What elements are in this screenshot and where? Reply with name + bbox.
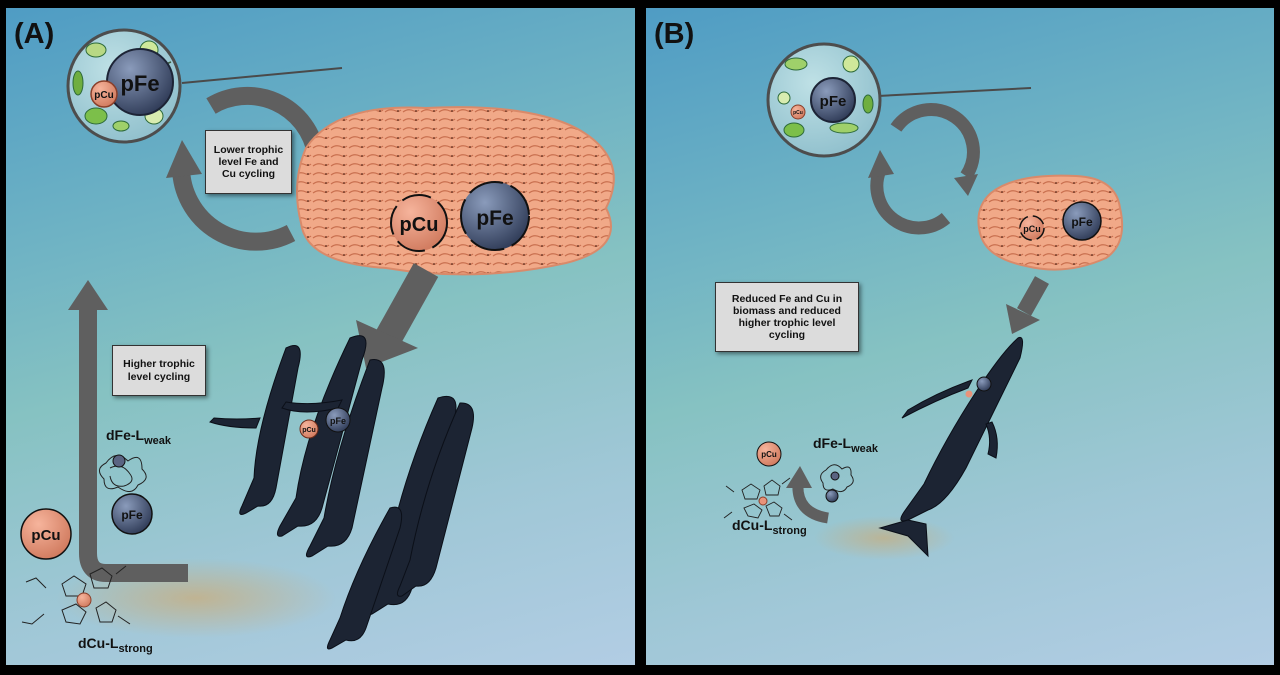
higher-trophic-label: Higher trophic level cycling xyxy=(112,345,206,396)
lower-trophic-label: Lower trophic level Fe and Cu cycling xyxy=(205,130,292,194)
bubble-pointer-line-b xyxy=(877,87,1032,97)
dcu-ligand-structure-b xyxy=(723,477,793,521)
cycle-arrowhead-upper-b xyxy=(954,174,978,196)
panel-a-letter: (A) xyxy=(14,18,55,50)
phytoplankton-cells-b xyxy=(777,55,874,138)
dfe-ligand-base: dFe-L xyxy=(106,427,145,443)
cycle-arrowhead-lower-b xyxy=(868,150,894,178)
cycle-arrow-lower xyxy=(172,167,296,251)
dfe-ligand-base-b: dFe-L xyxy=(813,435,852,451)
small-pfe-particle-b xyxy=(825,489,839,503)
krill-to-whale-arrow xyxy=(375,263,439,345)
dcu-core-b xyxy=(758,496,768,506)
dfe-ligand-tangle-b xyxy=(820,464,854,493)
cycle-arrow-lower-b xyxy=(870,167,951,235)
krill-pcu-particle-b xyxy=(1019,215,1045,241)
krill-to-whale-arrow-b xyxy=(1017,276,1049,316)
free-pcu-label: pCu xyxy=(31,527,60,544)
krill-to-whale-arrowhead-b xyxy=(1006,304,1040,334)
cycle-arrow-upper xyxy=(206,86,325,155)
higher-cycle-arrow xyxy=(79,308,188,582)
dfe-ligand-sub-b: weak xyxy=(851,443,879,455)
whale-single xyxy=(878,336,1024,558)
panel-b-letter: (B) xyxy=(654,18,695,50)
dcu-ligand-structure xyxy=(21,565,131,625)
bubble-pfe-label-b: pFe xyxy=(820,93,847,110)
krill-pfe-label: pFe xyxy=(476,207,513,230)
dcu-core xyxy=(76,592,92,608)
whale-pcu-label: pCu xyxy=(302,427,316,434)
free-pcu-particle xyxy=(20,508,72,560)
dfe-core-b xyxy=(830,471,840,481)
whale-pfe-label: pFe xyxy=(330,416,346,426)
higher-cycle-arrowhead xyxy=(68,280,108,310)
dcu-ligand-base: dCu-L xyxy=(78,635,119,651)
sediment-return-arrowhead-b xyxy=(786,466,812,488)
bubble-pfe-label: pFe xyxy=(120,71,159,96)
whale-pcu-dot-b xyxy=(965,390,973,398)
panel-a-artwork: pFe pCu pCu pFe xyxy=(20,28,615,650)
dfe-core xyxy=(112,454,126,468)
bubble-pcu-label: pCu xyxy=(94,90,113,101)
dcu-ligand-label-b: dCu-Lstrong xyxy=(732,517,807,537)
bubble-pcu-particle-b xyxy=(790,104,806,120)
cycle-arrowhead-lower xyxy=(166,140,202,178)
bubble-pointer-line xyxy=(181,67,343,84)
whale-pod xyxy=(209,335,474,650)
panel-b: pFe pCu pCu pFe xyxy=(646,8,1274,665)
whale-pfe-particle xyxy=(325,407,351,433)
dfe-ligand-label: dFe-Lweak xyxy=(106,427,171,447)
dcu-ligand-sub-b: strong xyxy=(772,525,807,537)
krill-pfe-particle-b xyxy=(1062,201,1102,241)
krill-to-whale-arrowhead xyxy=(356,320,418,368)
panel-b-artwork: pFe pCu pCu pFe xyxy=(723,42,1124,560)
panel-a: pFe pCu pCu pFe xyxy=(6,8,635,665)
free-pcu-particle-b xyxy=(756,441,782,467)
krill-pcu-particle xyxy=(390,194,448,252)
dcu-ligand-sub: strong xyxy=(118,643,153,655)
krill-pfe-particle xyxy=(460,181,530,251)
krill-pfe-label-b: pFe xyxy=(1071,215,1093,229)
free-pcu-label-b: pCu xyxy=(761,450,777,459)
dcu-ligand-label: dCu-Lstrong xyxy=(78,635,153,655)
krill-swarm-b xyxy=(977,174,1124,271)
free-pfe-particle xyxy=(111,493,153,535)
bubble-pcu-particle xyxy=(90,80,118,108)
dfe-ligand-label-b: dFe-Lweak xyxy=(813,435,878,455)
krill-pcu-label: pCu xyxy=(400,214,439,236)
bubble-pfe-particle-b xyxy=(810,77,856,123)
dfe-ligand-sub: weak xyxy=(144,435,172,447)
krill-pcu-label-b: pCu xyxy=(1023,224,1041,234)
sediment-glow-b xyxy=(814,516,954,560)
sediment-return-arrow-b xyxy=(792,482,830,524)
whale-pcu-particle xyxy=(299,419,319,439)
bubble-pcu-label-b: pCu xyxy=(793,110,803,116)
dcu-ligand-base-b: dCu-L xyxy=(732,517,773,533)
reduced-cycling-label: Reduced Fe and Cu in biomass and reduced… xyxy=(715,282,859,352)
whale-pfe-dot-b xyxy=(976,376,992,392)
free-pfe-label: pFe xyxy=(121,508,143,522)
cycle-arrow-upper-b xyxy=(890,103,980,180)
krill-swarm xyxy=(296,106,615,276)
